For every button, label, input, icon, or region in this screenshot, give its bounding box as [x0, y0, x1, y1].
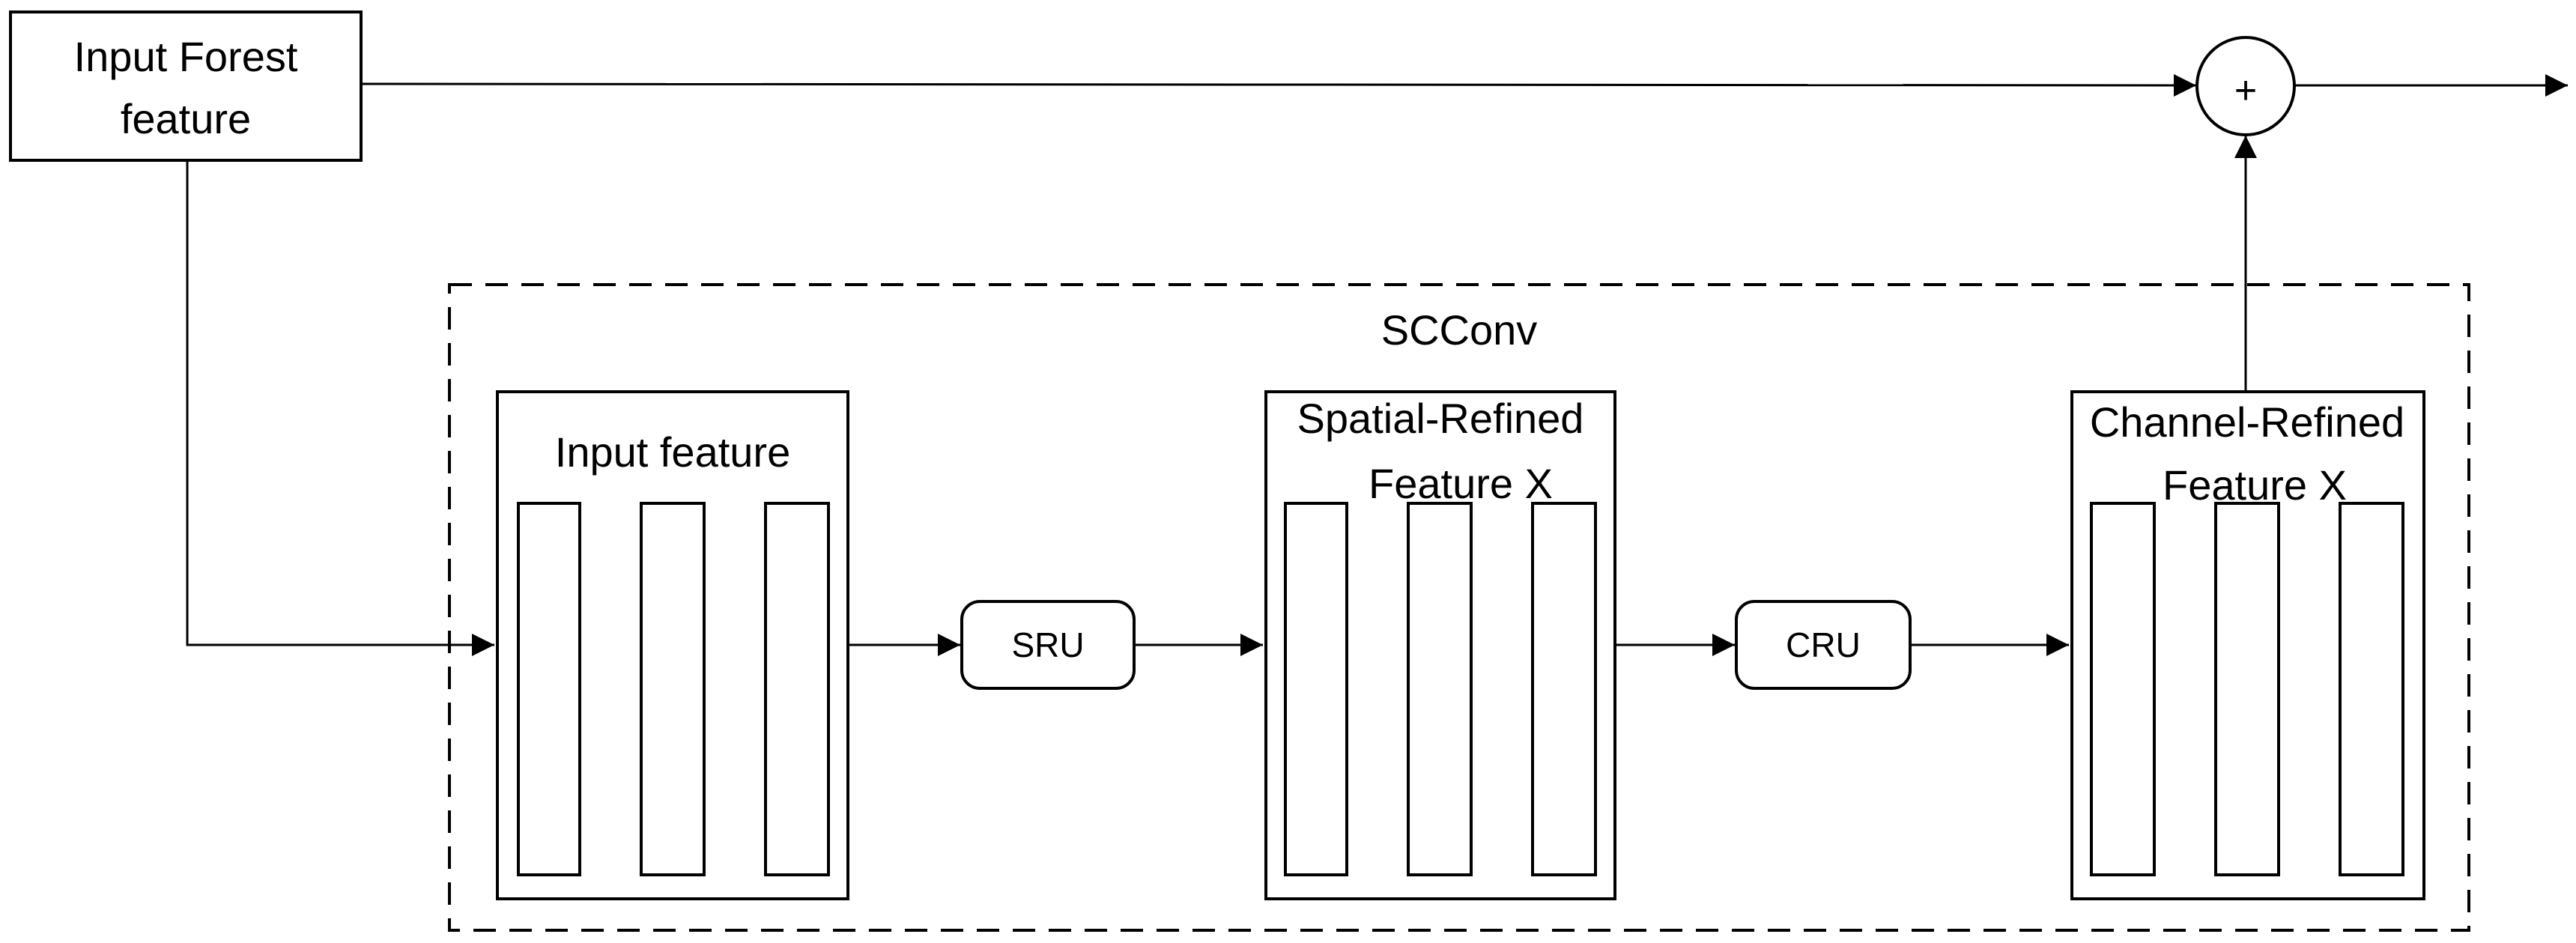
spatial-refined-block: Spatial-Refined Feature X — [1264, 390, 1616, 900]
channel-refined-label-line2: Feature X — [2163, 461, 2347, 509]
input-to-scconv-connector — [186, 160, 494, 656]
channel-channel-1 — [2090, 502, 2156, 876]
sru-node: SRU — [960, 600, 1136, 690]
input-feature-label: Input feature — [555, 428, 790, 476]
spatial-channel-1 — [1284, 502, 1348, 876]
scconv-module: SCConv — [448, 283, 2470, 932]
input-feature-block: Input feature — [496, 390, 849, 900]
channel-channel-3 — [2339, 502, 2404, 876]
channel-channel-2 — [2214, 502, 2280, 876]
channel-refined-block: Channel-Refined Feature X — [2070, 390, 2425, 900]
sru-label: SRU — [1011, 625, 1084, 664]
input-forest-feature-block: Input Forest feature — [9, 10, 363, 162]
skip-connection-arrow — [360, 73, 2197, 97]
spatial-refined-label-line1: Spatial-Refined — [1297, 395, 1584, 442]
sum-node: + — [2195, 36, 2296, 136]
input-feature-channel-1 — [517, 502, 581, 876]
cru-node: CRU — [1735, 600, 1912, 690]
plus-sign: + — [2234, 69, 2257, 112]
cru-label: CRU — [1786, 625, 1861, 664]
input-forest-label-line1: Input Forest — [74, 33, 298, 80]
spatial-refined-label-line2: Feature X — [1369, 460, 1553, 507]
spatial-channel-2 — [1407, 502, 1473, 876]
spatial-channel-3 — [1531, 502, 1597, 876]
input-feature-channel-2 — [640, 502, 706, 876]
channel-refined-label-line1: Channel-Refined — [2090, 398, 2404, 446]
input-feature-channel-3 — [764, 502, 830, 876]
scconv-title: SCConv — [1381, 306, 1538, 354]
input-forest-label-line2: feature — [121, 95, 251, 142]
